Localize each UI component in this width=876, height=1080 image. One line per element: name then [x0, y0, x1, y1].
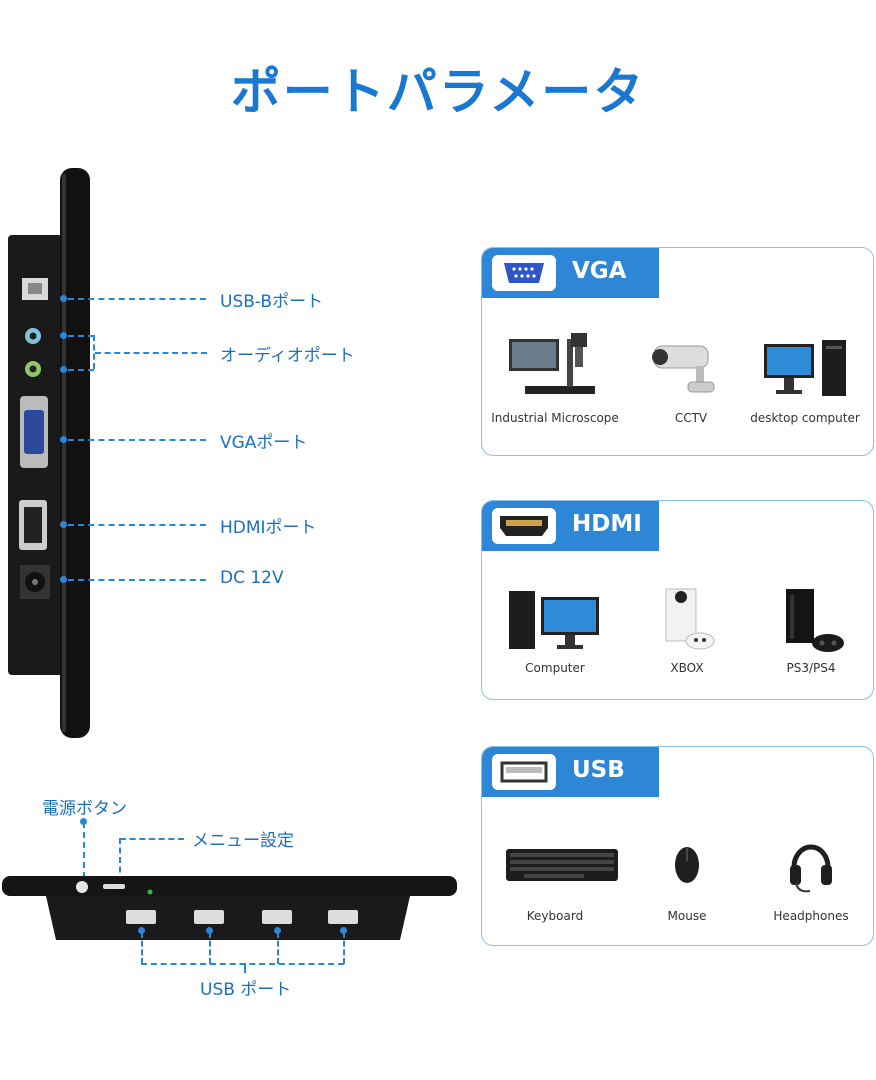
- usb-marker-3: [274, 927, 281, 934]
- item-mouse: Mouse: [622, 827, 752, 932]
- vga-tab-label: VGA: [572, 258, 627, 284]
- headphones-icon: [790, 844, 832, 893]
- usb-tab-label: USB: [572, 757, 625, 783]
- usb-marker-2: [206, 927, 213, 934]
- xbox-label: XBOX: [670, 661, 704, 675]
- usb-b-leader: [68, 298, 206, 300]
- vga-port-label: VGAポート: [220, 433, 308, 453]
- audio-leader: [95, 352, 207, 354]
- vga-leader: [68, 439, 206, 441]
- hdmi-tab-label: HDMI: [572, 511, 642, 537]
- hdmi-port-label: HDMIポート: [220, 518, 317, 538]
- dc-12v-label: DC 12V: [220, 568, 284, 588]
- playstation-console-icon: [786, 589, 844, 652]
- usb-leader-bar: [141, 963, 344, 965]
- audio-leader-top: [68, 335, 94, 337]
- industrial-microscope-label: Industrial Microscope: [491, 411, 619, 425]
- cctv-label: CCTV: [674, 411, 708, 425]
- power-button-label: 電源ボタン: [42, 799, 127, 819]
- item-xbox: XBOX: [622, 581, 752, 686]
- mouse-icon: [675, 847, 699, 883]
- ps3-ps4-label: PS3/PS4: [786, 661, 836, 675]
- mouse-label: Mouse: [667, 909, 707, 923]
- audio-leader-bottom: [68, 369, 94, 371]
- xbox-console-icon: [665, 588, 715, 650]
- usb-card: USB Keyboard Mouse Headphones: [481, 746, 874, 946]
- dc-marker: [60, 576, 67, 583]
- menu-leader-h: [120, 838, 184, 840]
- power-leader: [83, 822, 85, 878]
- microscope-icon: [509, 333, 595, 394]
- page-title: ポートパラメータ: [230, 63, 646, 121]
- menu-settings-label: メニュー設定: [192, 831, 294, 851]
- menu-leader-v: [119, 838, 121, 882]
- keyboard-icon: [506, 849, 618, 881]
- computer-icon: [509, 591, 599, 649]
- hdmi-connector-icon: [500, 516, 548, 536]
- usb-b-port-label: USB-Bポート: [220, 292, 324, 312]
- desktop-computer-label: desktop computer: [750, 411, 860, 425]
- audio-bracket: [93, 335, 95, 369]
- audio-port-label: オーディオポート: [220, 346, 355, 366]
- usb-marker-4: [340, 927, 347, 934]
- item-desktop-computer: desktop computer: [740, 326, 870, 436]
- audio-marker-2: [60, 366, 67, 373]
- usb-tab: USB: [482, 747, 659, 797]
- item-cctv: CCTV: [626, 326, 756, 436]
- vga-connector-icon: [504, 263, 544, 283]
- usb-connector-icon: [500, 761, 548, 783]
- monitor-side-view: [8, 168, 90, 738]
- usb-leader-stem: [244, 963, 246, 973]
- item-industrial-microscope: Industrial Microscope: [490, 326, 620, 436]
- hdmi-leader: [68, 524, 206, 526]
- item-headphones: Headphones: [746, 827, 876, 932]
- hdmi-tab: HDMI: [482, 501, 659, 551]
- item-computer: Computer: [490, 581, 620, 686]
- usb-b-marker: [60, 295, 67, 302]
- audio-marker-1: [60, 332, 67, 339]
- vga-card: VGA Industrial Microscope CCTV desktop c…: [481, 247, 874, 456]
- headphones-label: Headphones: [773, 909, 849, 923]
- vga-marker: [60, 436, 67, 443]
- monitor-bottom-view: [2, 876, 457, 940]
- power-marker: [80, 818, 87, 825]
- desktop-computer-icon: [764, 340, 846, 396]
- dc-leader: [68, 579, 206, 581]
- hdmi-card: HDMI Computer XBOX PS3/PS4: [481, 500, 874, 700]
- hdmi-marker: [60, 521, 67, 528]
- usb-leader-2: [209, 932, 211, 964]
- usb-marker-1: [138, 927, 145, 934]
- usb-ports-label: USB ポート: [200, 980, 292, 1000]
- usb-leader-4: [343, 932, 345, 964]
- item-ps3-ps4: PS3/PS4: [746, 581, 876, 686]
- item-keyboard: Keyboard: [490, 827, 620, 932]
- vga-tab: VGA: [482, 248, 659, 298]
- usb-leader-3: [277, 932, 279, 964]
- computer-label: Computer: [525, 661, 585, 675]
- cctv-camera-icon: [652, 345, 715, 393]
- usb-leader-1: [141, 932, 143, 964]
- keyboard-label: Keyboard: [526, 909, 584, 923]
